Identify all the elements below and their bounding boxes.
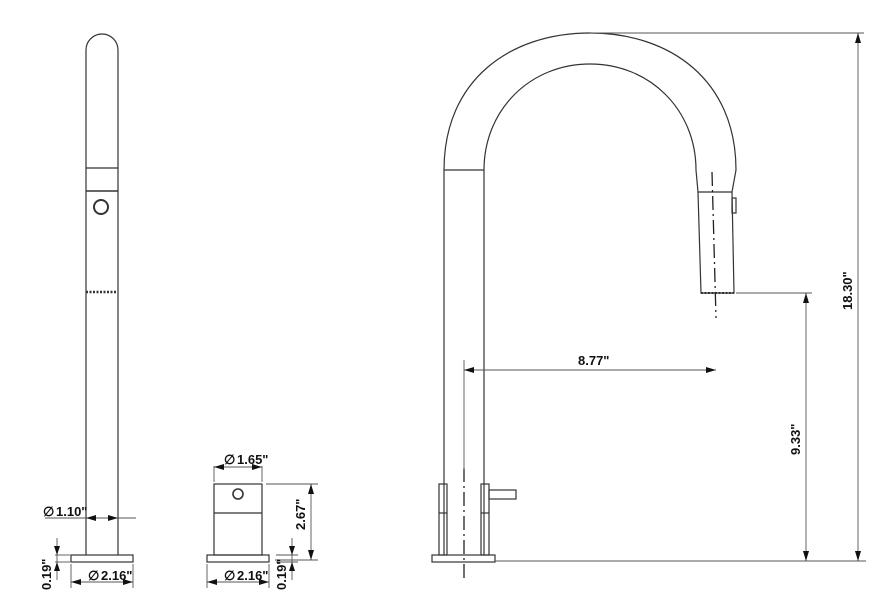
faucet-base-plate <box>431 554 496 563</box>
spray-button-icon <box>93 199 109 215</box>
handle-diameter-symbol: ∅ <box>224 452 235 467</box>
spout-body <box>85 33 119 555</box>
handle-base-diameter-symbol: ∅ <box>224 568 235 583</box>
spout-base-height-label: 0.19" <box>39 559 54 590</box>
gooseneck-inner <box>483 63 697 555</box>
overall-height-label: 18.30" <box>840 271 855 310</box>
faucet-front-view: 8.77" 9.33" 18.30" <box>431 32 866 580</box>
spout-base-diameter-label: 2.16" <box>101 568 132 583</box>
clearance-label: 9.33" <box>788 424 803 455</box>
sprayer-head <box>697 191 735 294</box>
handle-base-plate <box>206 554 270 563</box>
handle-height-label: 2.67" <box>293 499 308 530</box>
handle-body <box>213 483 263 556</box>
spout-diameter-symbol: ∅ <box>43 504 54 519</box>
sprayer-collar <box>695 169 737 193</box>
lever-handle <box>488 489 517 500</box>
spout-diameter-label: 1.10" <box>56 504 87 519</box>
gooseneck-outer <box>443 32 737 555</box>
handle-base-diameter-label: 2.16" <box>237 568 268 583</box>
spout-side-view: ∅ 1.10" ∅ 2.16" 0.19" <box>39 33 136 590</box>
handle-lever-hole-icon <box>232 488 244 500</box>
handle-diameter-label: 1.65" <box>237 452 268 467</box>
spout-base-plate <box>70 554 134 563</box>
spout-base-diameter-symbol: ∅ <box>88 568 99 583</box>
reach-label: 8.77" <box>578 353 609 368</box>
sprayer-button-icon <box>731 197 737 214</box>
handle-base-height-label: 0.19" <box>274 559 289 590</box>
handle-side-view: ∅ 1.65" 2.67" ∅ 2.16" 0.19" <box>206 452 318 590</box>
